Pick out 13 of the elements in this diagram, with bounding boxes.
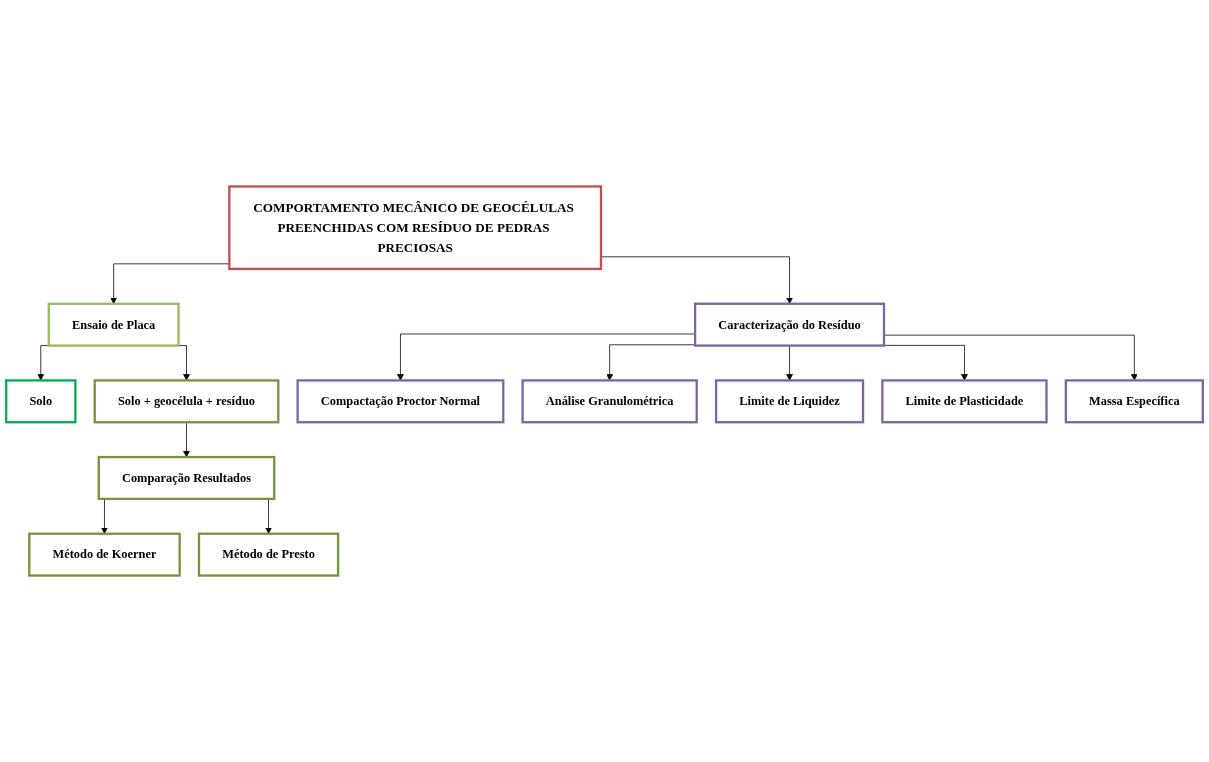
node-box: Solo xyxy=(5,379,77,424)
node-box: Método de Koerner xyxy=(28,532,181,577)
node-box: COMPORTAMENTO MECÂNICO DE GEOCÉLULAS PREENCHIDAS COM RESÍDUO DE PEDRAS PRECIOSAS xyxy=(228,185,603,271)
node-box: Comparação Resultados xyxy=(97,455,276,501)
node-box: Caracterização do Resíduo xyxy=(693,302,886,347)
node-box: Solo + geocélula + resíduo xyxy=(93,379,280,424)
node-box: Análise Granulométrica xyxy=(521,379,698,424)
node-box: Limite de Plasticidade xyxy=(881,379,1048,424)
node-box: Método de Presto xyxy=(197,532,340,577)
node-box: Ensaio de Placa xyxy=(47,302,180,347)
node-box: Limite de Liquidez xyxy=(714,379,865,424)
node-box: Compactação Proctor Normal xyxy=(296,379,505,424)
node-box: Massa Específica xyxy=(1064,379,1204,424)
